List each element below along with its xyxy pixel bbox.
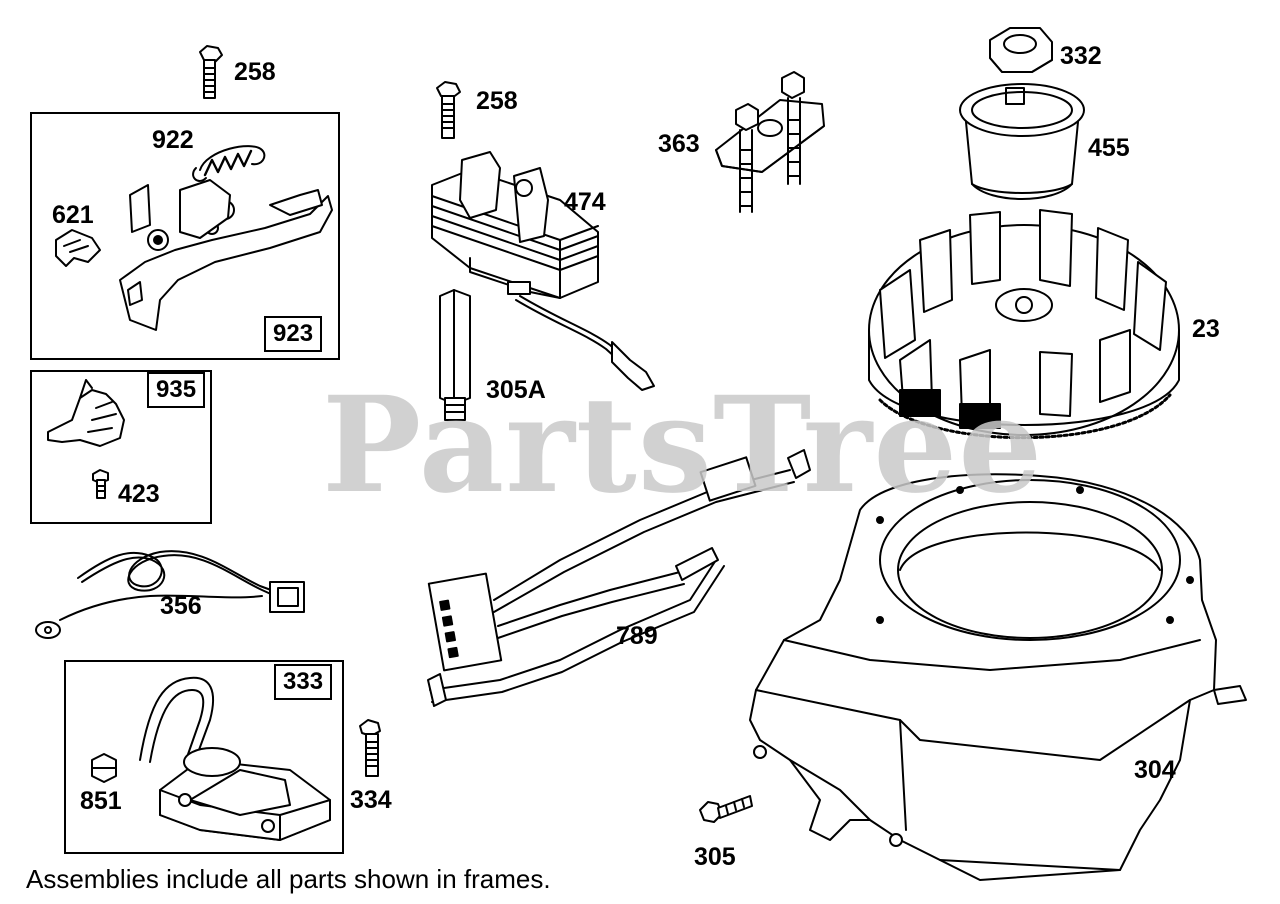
callout-332: 332: [1060, 42, 1102, 70]
clip-621-part[interactable]: [55, 229, 101, 267]
callout-363: 363: [658, 130, 700, 158]
assemblies-note: Assemblies include all parts shown in fr…: [26, 864, 551, 894]
screen-cup-455-part[interactable]: [959, 83, 1085, 200]
bolt-258-part[interactable]: [199, 45, 223, 99]
frame-923: [30, 112, 340, 360]
brake-bracket-935-part[interactable]: [47, 379, 125, 447]
callout-258-left: 258: [234, 58, 276, 86]
callout-851: 851: [80, 787, 122, 815]
screw-305-part[interactable]: [699, 795, 753, 823]
flywheel-23-part[interactable]: [868, 209, 1180, 440]
bracket-363-part[interactable]: [715, 71, 825, 213]
nut-332-part[interactable]: [989, 27, 1053, 73]
callout-455: 455: [1088, 134, 1130, 162]
callout-305: 305: [694, 843, 736, 871]
callout-423: 423: [118, 480, 160, 508]
bolt-258-center-part[interactable]: [436, 81, 461, 139]
wiring-harness-789-part[interactable]: [427, 449, 811, 707]
callout-304: 304: [1134, 756, 1176, 784]
spring-922-part[interactable]: [192, 145, 266, 182]
callout-305a: 305A: [486, 376, 546, 404]
blower-housing-304-part[interactable]: [749, 473, 1247, 881]
armature-474-part[interactable]: [431, 151, 655, 391]
callout-789: 789: [616, 622, 658, 650]
callout-474: 474: [564, 188, 606, 216]
frame-935: [30, 370, 212, 524]
standoff-305a-part[interactable]: [439, 289, 471, 421]
callout-23: 23: [1192, 315, 1220, 343]
callout-334: 334: [350, 786, 392, 814]
callout-258-center: 258: [476, 87, 518, 115]
frame-label-935: 935: [147, 372, 206, 408]
screw-423-part[interactable]: [92, 469, 109, 499]
frame-label-333: 333: [274, 664, 333, 700]
nut-851-part[interactable]: [91, 753, 117, 783]
ignition-coil-333-part[interactable]: [139, 676, 331, 841]
bolt-334-part[interactable]: [359, 719, 381, 777]
callout-356: 356: [160, 592, 202, 620]
callout-922: 922: [152, 126, 194, 154]
ground-wire-356-part[interactable]: [35, 550, 305, 639]
frame-333: [64, 660, 344, 854]
governor-linkage-part[interactable]: [119, 179, 333, 331]
frame-label-923: 923: [264, 316, 323, 352]
callout-621: 621: [52, 201, 94, 229]
